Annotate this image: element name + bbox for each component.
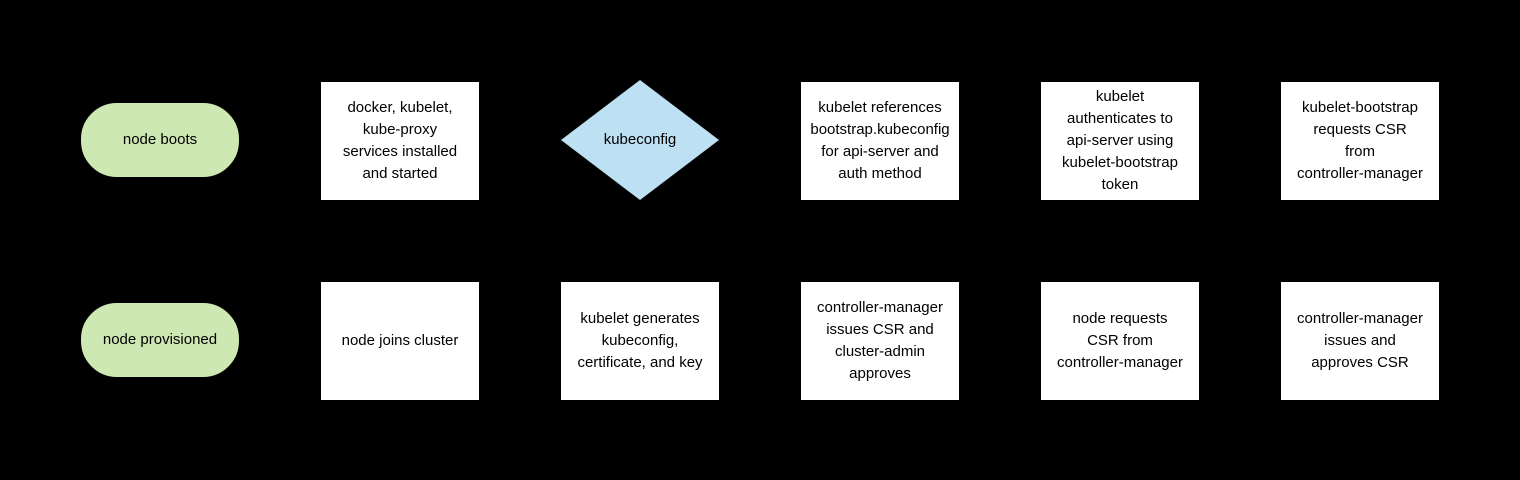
- flow-node-label: controller-manager issues CSR and cluste…: [817, 299, 943, 382]
- flow-node-label: kubeconfig: [603, 131, 677, 148]
- flow-node-node-boots[interactable]: node boots: [81, 103, 239, 177]
- flow-node-label: node boots: [122, 131, 198, 148]
- flow-node-kubeconfig-decision[interactable]: kubeconfig: [561, 80, 719, 200]
- flow-node-kubelet-generates-kubeconfig[interactable]: kubelet generates kubeconfig, certificat…: [561, 282, 719, 400]
- flow-node-controller-manager-issues-csr[interactable]: controller-manager issues CSR and cluste…: [801, 282, 959, 400]
- flow-node-kubelet-references-bootstrap[interactable]: kubelet references bootstrap.kubeconfig …: [801, 82, 959, 200]
- flow-node-services-installed[interactable]: docker, kubelet, kube-proxy services ins…: [321, 82, 479, 200]
- flow-node-label: docker, kubelet, kube-proxy services ins…: [342, 99, 458, 182]
- flow-node-label: kubelet generates kubeconfig, certificat…: [577, 310, 703, 371]
- flow-node-label: kubelet authenticates to api-server usin…: [1062, 88, 1178, 193]
- flow-node-kubelet-authenticates[interactable]: kubelet authenticates to api-server usin…: [1041, 82, 1199, 200]
- flow-node-kubelet-bootstrap-requests-csr[interactable]: kubelet-bootstrap requests CSR from cont…: [1281, 82, 1439, 200]
- flow-node-label: kubelet-bootstrap requests CSR from cont…: [1297, 99, 1423, 182]
- flow-node-label: node requests CSR from controller-manage…: [1057, 310, 1183, 371]
- flow-node-controller-manager-issues-approves[interactable]: controller-manager issues and approves C…: [1281, 282, 1439, 400]
- flow-node-node-provisioned[interactable]: node provisioned: [81, 303, 239, 377]
- flow-node-label: node joins cluster: [341, 332, 459, 349]
- flow-node-label: node provisioned: [102, 331, 218, 348]
- flow-node-node-joins-cluster[interactable]: node joins cluster: [321, 282, 479, 400]
- flow-node-label: kubelet references bootstrap.kubeconfig …: [810, 99, 950, 182]
- flow-node-label: controller-manager issues and approves C…: [1297, 310, 1423, 371]
- flow-node-node-requests-csr[interactable]: node requests CSR from controller-manage…: [1041, 282, 1199, 400]
